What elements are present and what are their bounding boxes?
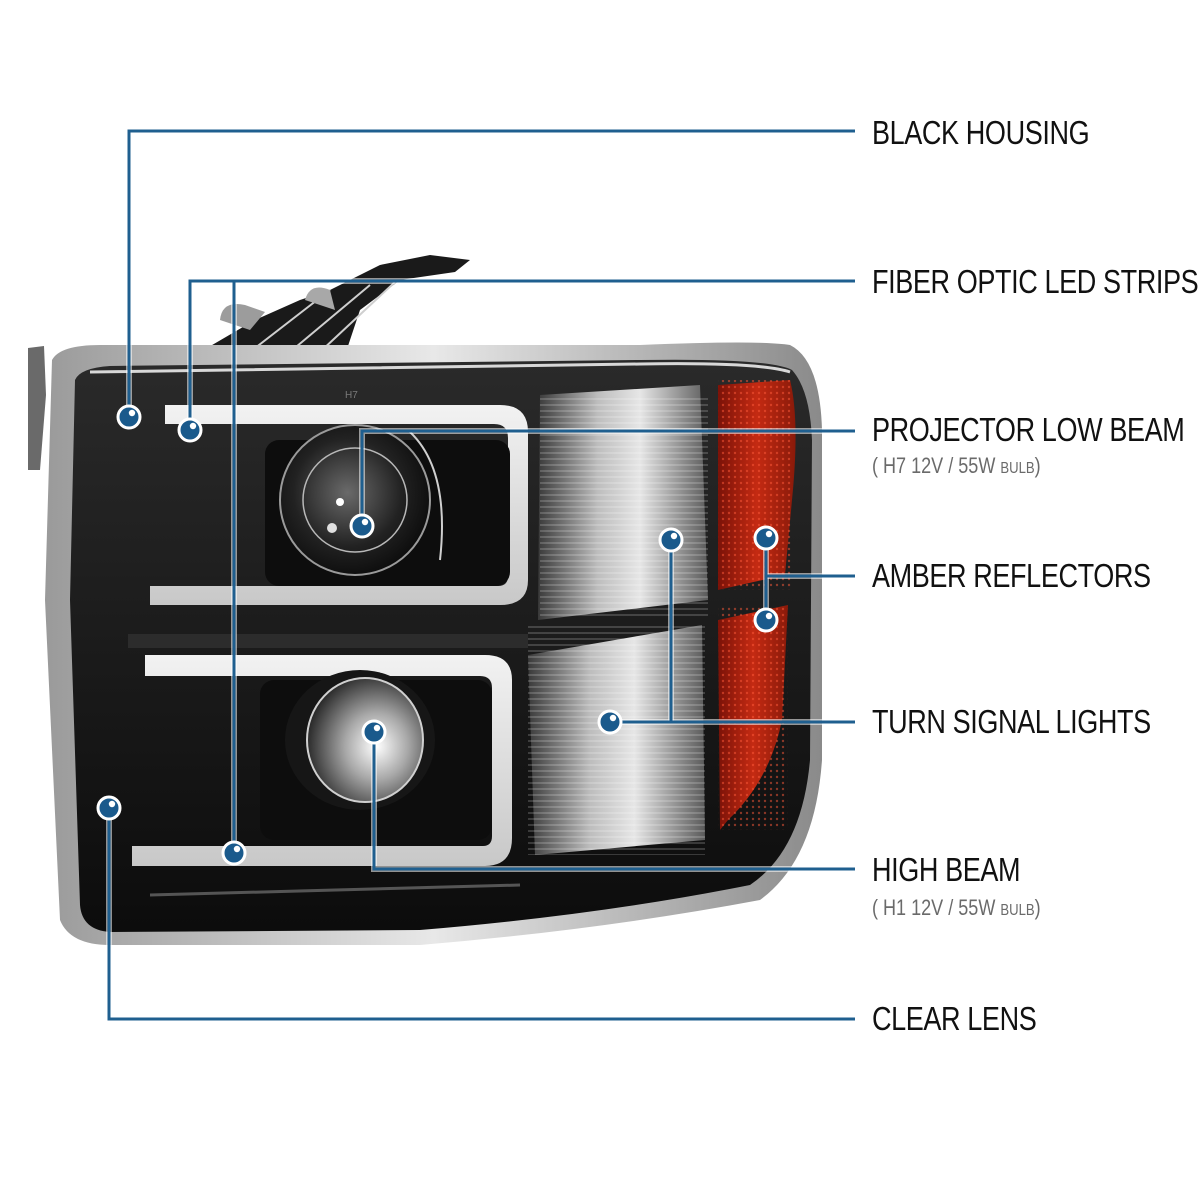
sublabel-open-paren: ( [872,453,879,478]
sublabel-close-paren: ) [1034,453,1041,478]
callout-dot-turn-signal-lower-icon[interactable] [597,709,623,735]
label-amber-reflectors: AMBER REFLECTORS [872,557,1151,594]
sublabel-projector-low-beam: ( H7 12V / 55W BULB) [872,454,1041,481]
sublabel-bulb-type: H1 [883,895,907,920]
leader-line-clear-lens [107,808,855,1021]
sublabel-unit: BULB [1000,460,1035,477]
sublabel-spec: 12V / 55W [911,895,996,920]
label-high-beam: HIGH BEAM [872,851,1021,888]
divider-bar [128,634,528,648]
sublabel-bulb-type: H7 [883,453,907,478]
projector-lens [279,424,431,576]
callout-dot-clear-lens-icon[interactable] [96,795,122,821]
sublabel-close-paren: ) [1034,895,1041,920]
leader-line-high-beam [372,732,855,871]
callout-dot-fiber-optic-upper-icon[interactable] [177,417,203,443]
sublabel-spec: 12V / 55W [911,453,996,478]
leader-line-fiber-optic-1 [188,279,855,430]
left-tab [28,346,46,470]
callout-dot-projector-low-beam-icon[interactable] [349,513,375,539]
label-turn-signal-lights: TURN SIGNAL LIGHTS [872,703,1151,740]
label-fiber-optic-led-strips: FIBER OPTIC LED STRIPS [872,263,1199,300]
sublabel-open-paren: ( [872,895,879,920]
callout-dot-black-housing-icon[interactable] [116,404,142,430]
sublabel-unit: BULB [1000,902,1035,919]
sublabel-high-beam: ( H1 12V / 55W BULB) [872,896,1041,923]
callout-dot-turn-signal-upper-icon[interactable] [658,527,684,553]
leader-line-black-housing [127,129,855,417]
lens-marking-text: H7 [345,390,358,401]
leader-line-projector-low-beam [360,429,855,526]
label-black-housing: BLACK HOUSING [872,114,1090,151]
callout-dot-amber-upper-icon[interactable] [753,525,779,551]
callout-dot-fiber-optic-lower-icon[interactable] [221,840,247,866]
callout-dots [96,404,779,866]
callout-dot-amber-lower-icon[interactable] [753,607,779,633]
callout-dot-high-beam-icon[interactable] [361,719,387,745]
label-projector-low-beam: PROJECTOR LOW BEAM [872,411,1185,448]
label-clear-lens: CLEAR LENS [872,1000,1037,1037]
